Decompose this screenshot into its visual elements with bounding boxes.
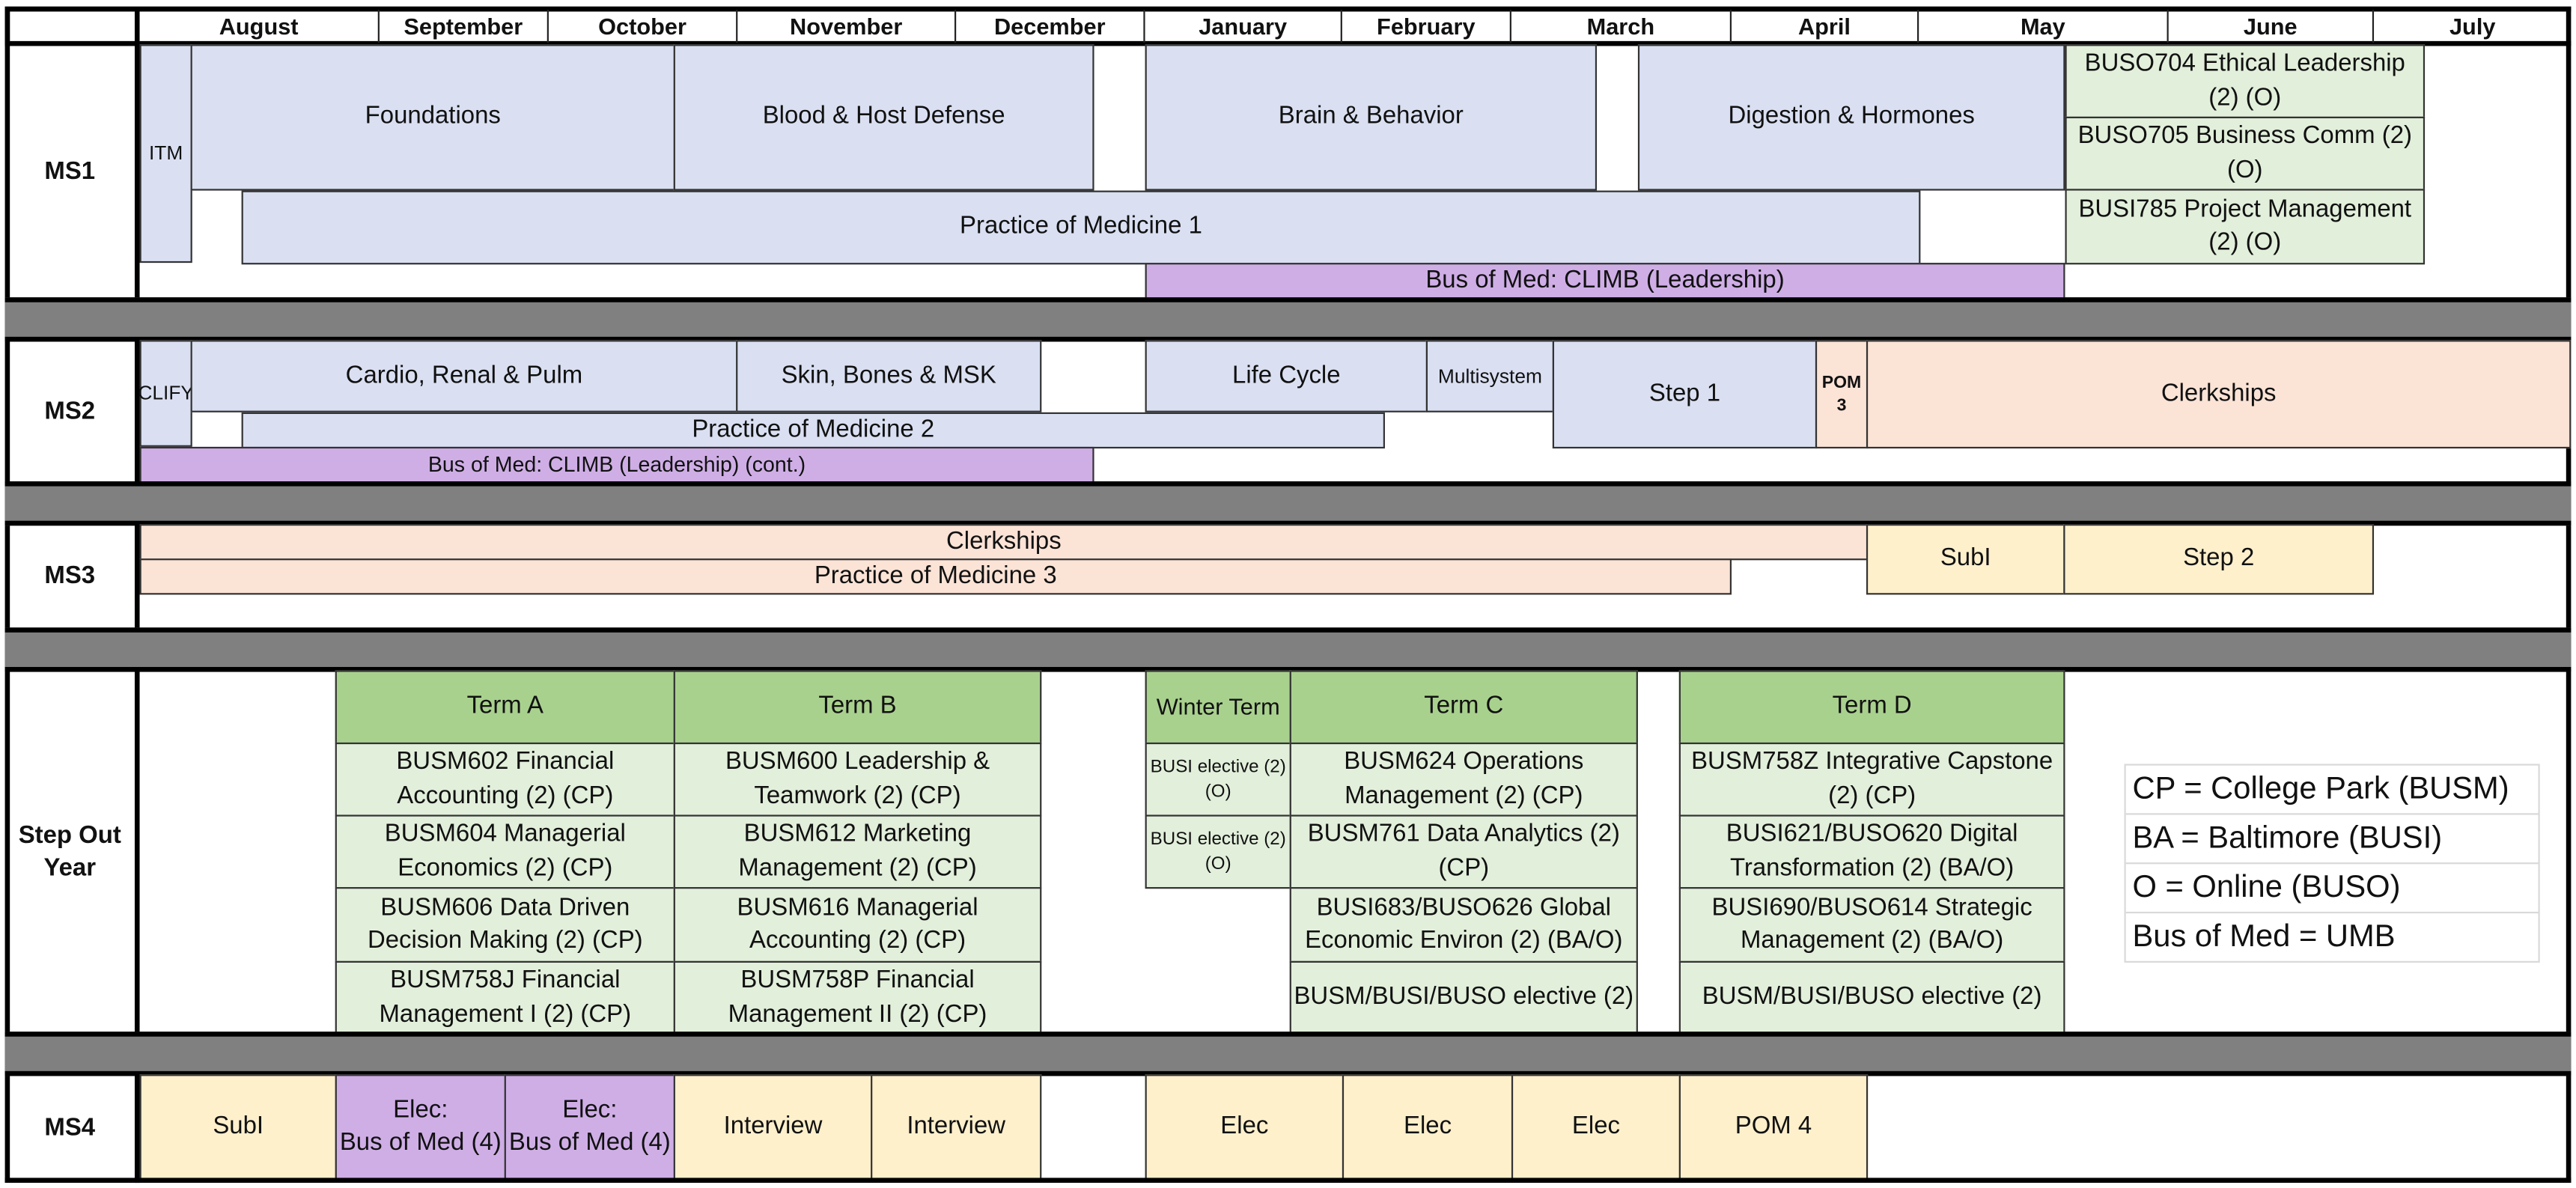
row-label-ms4: MS4: [5, 1074, 140, 1184]
block-practice-of-medicine-2: Practice of Medicine 2: [241, 412, 1385, 449]
course-cell: BUSM761 Data Analytics (2) (CP): [1289, 814, 1638, 889]
course-cell: BUSI elective (2) (O): [1145, 814, 1291, 889]
block-elective: Elec: [1511, 1074, 1681, 1180]
legend-item-o: O = Online (BUSO): [2125, 864, 2539, 914]
separator: [4, 627, 2572, 672]
block-buso704: BUSO704 Ethical Leadership (2) (O): [2065, 44, 2426, 119]
block-pom-4: POM 4: [1678, 1074, 1869, 1180]
row-label-ms1: MS1: [5, 44, 140, 302]
course-cell: BUSI elective (2) (O): [1145, 742, 1291, 817]
course-cell: BUSM758P Financial Management II (2) (CP…: [673, 960, 1042, 1035]
block-busi785: BUSI785 Project Management (2) (O): [2065, 189, 2426, 265]
block-itm: ITM: [139, 44, 192, 264]
row-label-ms3: MS3: [5, 524, 140, 631]
term-header-b: Term B: [673, 670, 1042, 745]
block-clerkships-ms3: Clerkships: [139, 524, 1869, 561]
legend-item-ba: BA = Baltimore (BUSI): [2125, 814, 2539, 865]
legend-item-bus-of-med: Bus of Med = UMB: [2132, 919, 2396, 955]
block-cardio-renal-pulm: Cardio, Renal & Pulm: [190, 340, 738, 412]
block-blood-host-defense: Blood & Host Defense: [673, 44, 1094, 191]
block-digestion-hormones: Digestion & Hormones: [1637, 44, 2065, 191]
block-pom-3: POM 3: [1815, 340, 1869, 449]
course-cell: BUSM606 Data Driven Decision Making (2) …: [335, 887, 675, 963]
row-label-step-out-year: Step Out Year: [5, 670, 140, 1035]
course-cell: BUSI690/BUSO614 Strategic Management (2)…: [1678, 887, 2065, 963]
block-climb-leadership-cont: Bus of Med: CLIMB (Leadership) (cont.): [139, 446, 1094, 484]
month-september: September: [380, 10, 549, 43]
pom-3-line1: POM: [1821, 372, 1862, 393]
separator: [4, 1032, 2572, 1076]
block-practice-of-medicine-1: Practice of Medicine 1: [241, 190, 1921, 265]
month-january: January: [1145, 10, 1342, 43]
bottom-border: [4, 1178, 2572, 1184]
legend-item-cp: CP = College Park (BUSM): [2125, 766, 2539, 815]
block-climb-leadership: Bus of Med: CLIMB (Leadership): [1145, 263, 2065, 301]
block-brain-behavior: Brain & Behavior: [1145, 44, 1598, 191]
block-multisystem: Multisystem: [1425, 340, 1554, 412]
block-practice-of-medicine-3: Practice of Medicine 3: [139, 558, 1732, 595]
course-cell: BUSM/BUSI/BUSO elective (2): [1678, 960, 2065, 1035]
term-header-a: Term A: [335, 670, 675, 745]
month-june: June: [2169, 10, 2375, 43]
course-cell: BUSM604 Managerial Economics (2) (CP): [335, 814, 675, 889]
course-cell: BUSM/BUSI/BUSO elective (2): [1289, 960, 1638, 1035]
block-step-2: Step 2: [2063, 524, 2375, 595]
month-october: October: [549, 10, 738, 43]
course-cell: BUSM758J Financial Management I (2) (CP): [335, 960, 675, 1035]
month-may: May: [1919, 10, 2169, 43]
course-cell: BUSM616 Managerial Accounting (2) (CP): [673, 887, 1042, 963]
month-december: December: [956, 10, 1145, 43]
row-label-ms2: MS2: [5, 340, 140, 487]
block-clerkships-ms2: Clerkships: [1866, 340, 2572, 449]
block-elective: Elec: [1145, 1074, 1345, 1180]
separator: [4, 481, 2572, 526]
block-step-1: Step 1: [1552, 340, 1818, 449]
separator: [4, 297, 2572, 342]
course-cell: BUSM612 Marketing Management (2) (CP): [673, 814, 1042, 889]
block-subi-ms4: SubI: [139, 1074, 337, 1180]
block-subi-ms3: SubI: [1866, 524, 2065, 595]
month-february: February: [1342, 10, 1511, 43]
month-july: July: [2449, 12, 2496, 39]
month-november: November: [737, 10, 957, 43]
block-interview: Interview: [871, 1074, 1042, 1180]
term-header-winter: Winter Term: [1145, 670, 1291, 745]
month-april: April: [1732, 10, 1919, 43]
course-cell: BUSM600 Leadership & Teamwork (2) (CP): [673, 742, 1042, 817]
block-elective: Elec: [1342, 1074, 1514, 1180]
month-august: August: [140, 10, 380, 43]
month-march: March: [1511, 10, 1732, 43]
course-cell: BUSI683/BUSO626 Global Economic Environ …: [1289, 887, 1638, 963]
course-cell: BUSM602 Financial Accounting (2) (CP): [335, 742, 675, 817]
block-clify: CLIFY: [138, 340, 194, 447]
course-cell: BUSI621/BUSO620 Digital Transformation (…: [1678, 814, 2065, 889]
term-header-c: Term C: [1289, 670, 1638, 745]
term-header-d: Term D: [1678, 670, 2065, 745]
block-elective-bus-of-med: Elec: Bus of Med (4): [504, 1074, 675, 1180]
block-interview: Interview: [673, 1074, 873, 1180]
course-cell: BUSM624 Operations Management (2) (CP): [1289, 742, 1638, 817]
block-buso705: BUSO705 Business Comm (2) (O): [2065, 116, 2426, 191]
pom-3-line2: 3: [1836, 395, 1847, 416]
month-header: [139, 6, 2572, 46]
header-corner: [4, 6, 140, 46]
block-life-cycle: Life Cycle: [1145, 340, 1428, 412]
block-foundations: Foundations: [190, 44, 675, 191]
block-elective-bus-of-med: Elec: Bus of Med (4): [335, 1074, 506, 1180]
block-skin-bones-msk: Skin, Bones & MSK: [736, 340, 1042, 412]
course-cell: BUSM758Z Integrative Capstone (2) (CP): [1678, 742, 2065, 817]
campus-legend: CP = College Park (BUSM) BA = Baltimore …: [2124, 764, 2540, 963]
